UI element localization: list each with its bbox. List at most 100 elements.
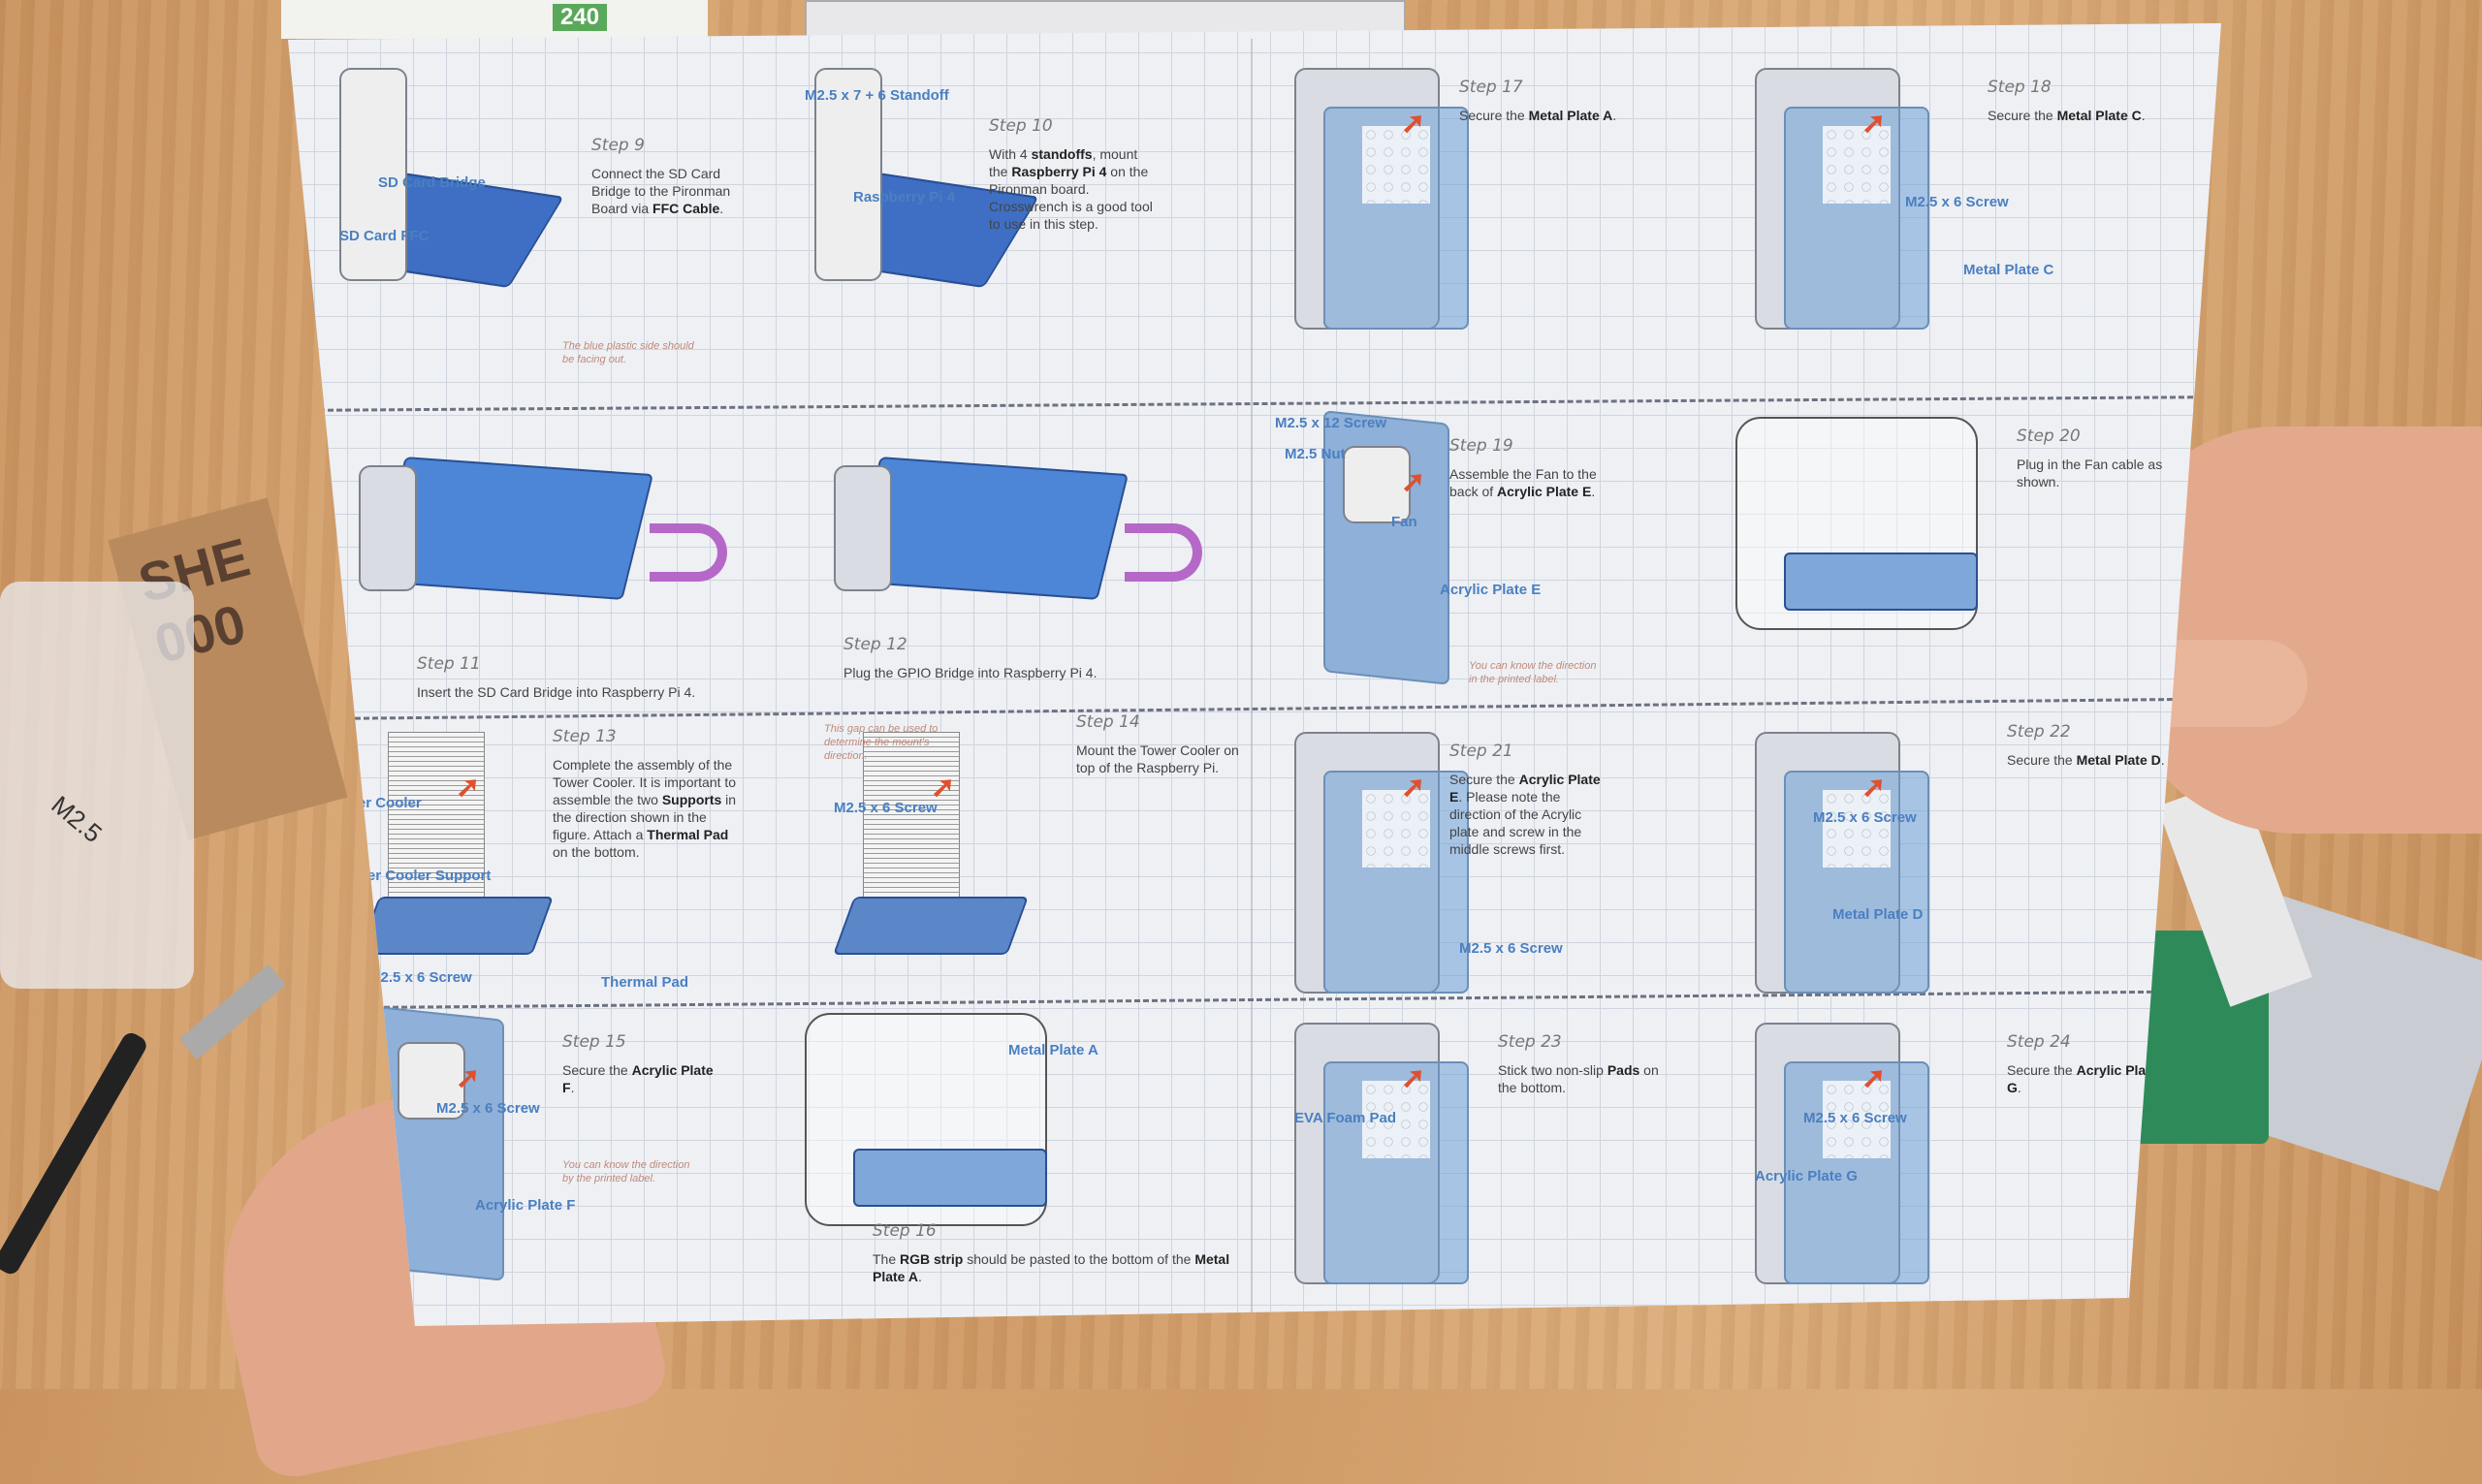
instruction-text: . Please note the direction of the Acryl…: [1449, 789, 1582, 857]
step-instruction: Secure the Acrylic Plate F.: [562, 1061, 727, 1096]
emphasized-term: Acrylic Plate F: [562, 1062, 714, 1095]
instruction-text: Secure the: [562, 1062, 632, 1078]
part-label: Fan: [1391, 514, 1417, 530]
step-number: Step 22: [2007, 722, 2071, 742]
part-label: SD Card Bridge: [378, 174, 486, 191]
instruction-text: .: [2160, 752, 2165, 768]
step-instruction: Secure the Metal Plate A.: [1459, 107, 1624, 124]
step-panel: Step 20 Plug in the Fan cable as shown.: [1716, 407, 2211, 708]
instruction-text: Secure the: [1988, 108, 2057, 123]
instruction-text: , mount the: [989, 146, 1138, 179]
part-label: M2.5 x 6 Screw: [834, 800, 938, 816]
part-label: M2.5 x 6 Screw: [1905, 194, 2009, 210]
step-panel: ➚ Step 15 Secure the Acrylic Plate F. M2.5 …: [310, 1003, 771, 1309]
hint-note: You can know the direction in the printe…: [1469, 660, 1597, 685]
red-arrow-icon: ➚: [1401, 772, 1426, 804]
instruction-text: should be pasted to the bottom of the: [963, 1251, 1195, 1267]
step-panel: ➚ Step 14 Mount the Tower Cooler on top of…: [785, 712, 1251, 998]
red-arrow-icon: ➚: [456, 1062, 481, 1094]
instruction-text: Secure the: [1449, 772, 1519, 787]
step-number: Step 21: [1449, 742, 1513, 761]
step-instruction: Plug in the Fan cable as shown.: [2017, 456, 2181, 490]
part-label: M2.5 x 12 Screw: [1275, 415, 1387, 431]
part-label: EVA Foam Pad: [1294, 1110, 1397, 1126]
step-instruction: Connect the SD Card Bridge to the Pironm…: [591, 165, 756, 217]
step-instruction: Secure the Acrylic Plate E. Please note …: [1449, 771, 1614, 858]
part-label: Acrylic Plate G: [1755, 1168, 1858, 1184]
instruction-text: Insert the SD Card Bridge into Raspberry…: [417, 684, 696, 700]
red-arrow-icon: ➚: [1862, 1062, 1887, 1094]
red-arrow-icon: ➚: [1401, 108, 1426, 140]
step-number: Step 15: [562, 1032, 626, 1052]
step-number: Step 9: [591, 136, 645, 155]
instruction-text: .: [2017, 1080, 2021, 1095]
step-instruction: The RGB strip should be pasted to the bo…: [873, 1250, 1241, 1285]
emphasized-term: Acrylic Plate E: [1449, 772, 1601, 805]
step-instruction: Complete the assembly of the Tower Coole…: [553, 756, 747, 861]
instruction-text: Secure the: [2007, 752, 2077, 768]
instruction-text: Connect the SD Card Bridge to the Pironm…: [591, 166, 731, 216]
part-label: Raspberry Pi 4: [853, 189, 956, 205]
emphasized-term: Acrylic Plate G: [2007, 1062, 2158, 1095]
emphasized-term: Metal Plate D: [2076, 752, 2161, 768]
step-number: Step 16: [873, 1221, 937, 1241]
step-number: Step 12: [843, 635, 907, 654]
part-label: Thermal Pad: [601, 974, 689, 991]
instruction-sheet: Step 9 Connect the SD Card Bridge to the …: [288, 23, 2221, 1326]
instruction-text: Assemble the Fan to the back of: [1449, 466, 1597, 499]
red-arrow-icon: ➚: [1862, 108, 1887, 140]
instruction-text: on the Pironman board. Crosswrench is a …: [989, 164, 1153, 232]
part-label: M2.5 x 7 + 6 Standoff: [805, 87, 949, 104]
instruction-text: Mount the Tower Cooler on top of the Ras…: [1076, 742, 1239, 775]
step-number: Step 19: [1449, 436, 1513, 456]
step-instruction: Secure the Acrylic Plate G.: [2007, 1061, 2172, 1096]
step-instruction: Insert the SD Card Bridge into Raspberry…: [417, 683, 761, 701]
step-number: Step 20: [2017, 426, 2081, 446]
emphasized-term: RGB strip: [900, 1251, 964, 1267]
part-label: M2.5 x 6 Screw: [436, 1100, 540, 1117]
step-number: Step 10: [989, 116, 1053, 136]
hint-note: You can know the direction by the printe…: [562, 1159, 690, 1184]
parts-bag: M2.5: [0, 582, 194, 989]
part-label: M2.5 x 6 Screw: [1459, 940, 1563, 957]
instruction-text: .: [570, 1080, 575, 1095]
step-panel: Step 9 Connect the SD Card Bridge to the …: [310, 48, 771, 402]
instruction-text: .: [917, 1269, 922, 1284]
bag-label: M2.5: [46, 790, 109, 849]
instruction-text: on the bottom.: [1498, 1062, 1659, 1095]
step-panel: Step 12 Plug the GPIO Bridge into Raspber…: [785, 407, 1251, 708]
instruction-text: .: [1612, 108, 1617, 123]
step-instruction: Stick two non-slip Pads on the bottom.: [1498, 1061, 1663, 1096]
emphasized-term: Pads: [1607, 1062, 1640, 1078]
step-number: Step 18: [1988, 78, 2052, 97]
emphasized-term: Raspberry Pi 4: [1011, 164, 1107, 179]
instruction-text: Plug in the Fan cable as shown.: [2017, 457, 2163, 489]
instruction-text: Secure the: [1459, 108, 1529, 123]
instruction-text: Secure the: [2007, 1062, 2077, 1078]
part-label: M2.5 x 6 Screw: [1813, 809, 1917, 826]
instruction-text: Plug the GPIO Bridge into Raspberry Pi 4…: [843, 665, 1098, 680]
step-instruction: Secure the Metal Plate C.: [1988, 107, 2152, 124]
instruction-text: With 4: [989, 146, 1032, 162]
step-number: Step 14: [1076, 712, 1140, 732]
instruction-text: on the bottom.: [553, 844, 640, 860]
instruction-text: .: [1591, 484, 1596, 499]
part-label: M2.5 x 6 Screw: [1803, 1110, 1907, 1126]
step-panel: Step 16 The RGB strip should be pasted to…: [785, 1003, 1251, 1309]
red-arrow-icon: ➚: [931, 772, 956, 804]
instruction-text: in the direction shown in the figure. At…: [553, 792, 737, 842]
part-label: M2.5 x 6 Screw: [368, 969, 472, 986]
emphasized-term: Metal Plate A: [1528, 108, 1613, 123]
instruction-text: .: [2141, 108, 2146, 123]
part-label: SD Card FFC: [339, 228, 430, 244]
part-label: Acrylic Plate F: [475, 1197, 576, 1214]
part-label: Metal Plate C: [1963, 262, 2054, 278]
part-label: M2.5 Nut: [1285, 446, 1346, 462]
part-label: Tower Cooler Support: [339, 868, 492, 884]
